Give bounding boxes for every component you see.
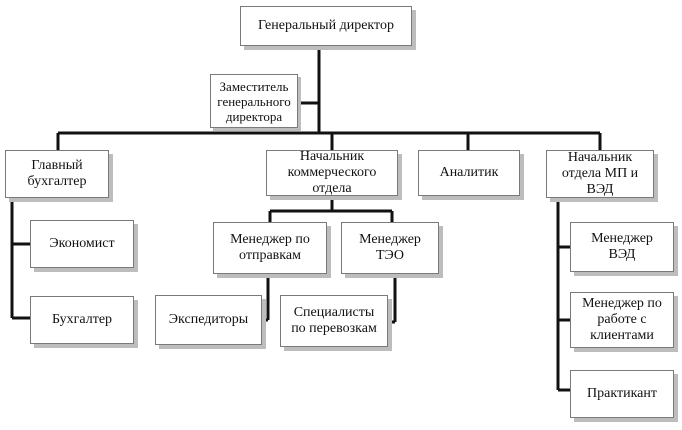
node-head-commercial: Начальник коммерческого отдела (266, 149, 398, 196)
node-manager-teo: Менеджер ТЭО (341, 222, 439, 274)
node-economist: Экономист (30, 220, 134, 268)
node-manager-clients: Менеджер по работе с клиентами (570, 292, 674, 348)
node-accountant: Бухгалтер (30, 296, 134, 344)
node-chief-accountant: Главный бухгалтер (5, 150, 109, 198)
node-general-director: Генеральный директор (240, 6, 412, 46)
node-intern: Практикант (570, 370, 674, 418)
node-manager-ved: Менеджер ВЭД (570, 222, 674, 272)
node-transport-specialists: Специалисты по перевозкам (280, 295, 388, 347)
node-head-mp-ved: Начальник отдела МП и ВЭД (546, 150, 654, 198)
node-manager-shipping: Менеджер по отправкам (213, 222, 327, 274)
node-analyst: Аналитик (418, 150, 520, 196)
node-deputy-director: Заместитель генерального директора (210, 74, 298, 128)
node-forwarders: Экспедиторы (155, 295, 262, 345)
